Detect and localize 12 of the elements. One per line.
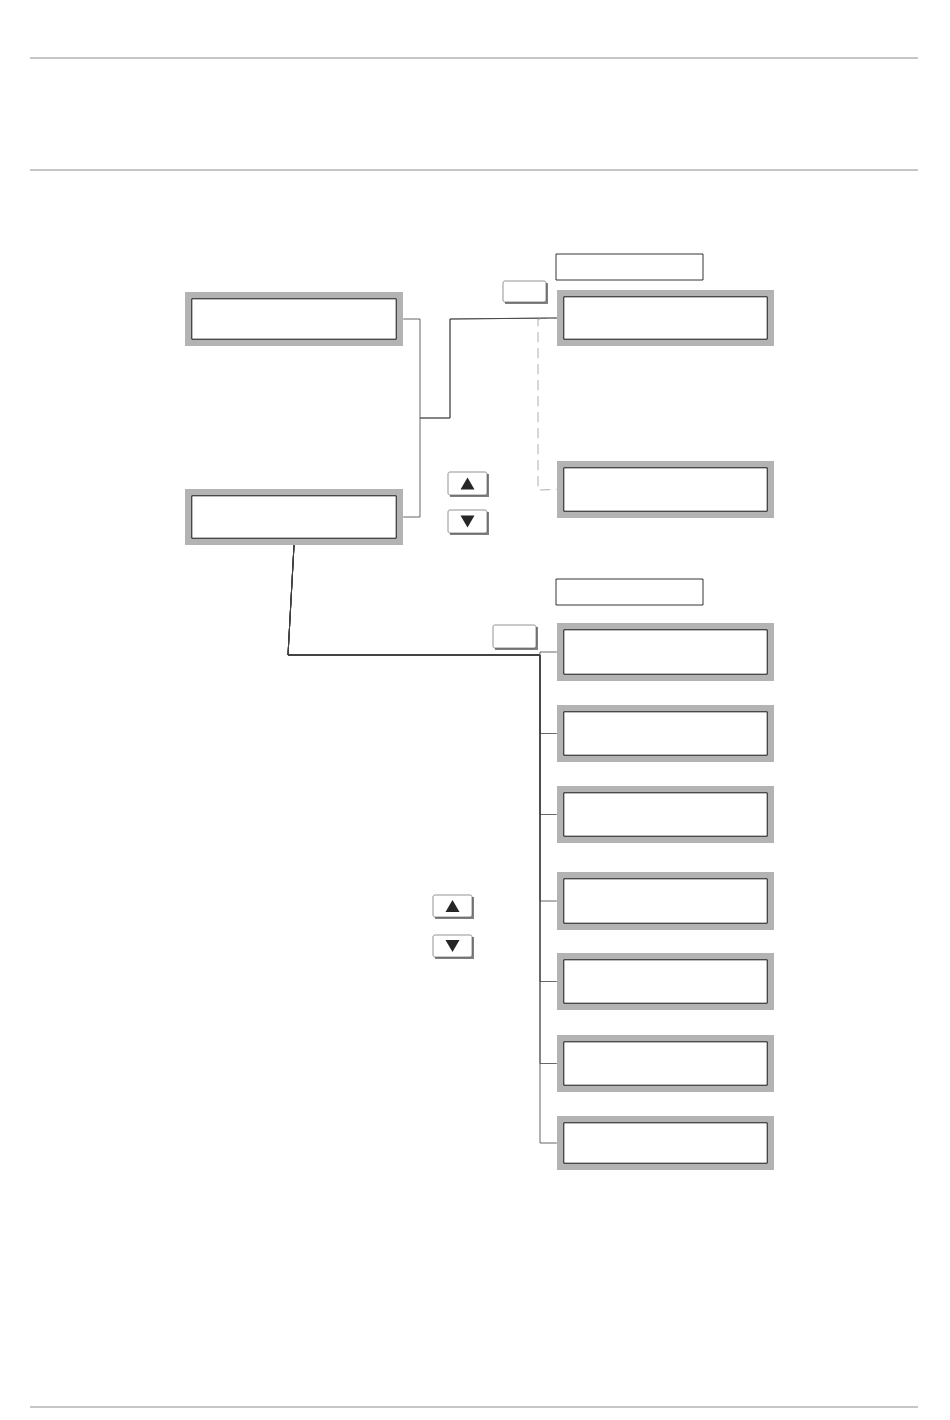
display-box	[185, 489, 403, 545]
connector-line	[537, 317, 558, 491]
display-box	[557, 872, 774, 930]
display-box	[557, 1035, 774, 1092]
display-box	[557, 953, 774, 1010]
display-box	[557, 786, 774, 843]
display-box	[557, 623, 774, 681]
display-box	[557, 705, 774, 762]
display-box	[557, 1116, 774, 1170]
display-box	[557, 461, 774, 518]
display-box	[557, 290, 774, 346]
display-box	[185, 292, 403, 346]
